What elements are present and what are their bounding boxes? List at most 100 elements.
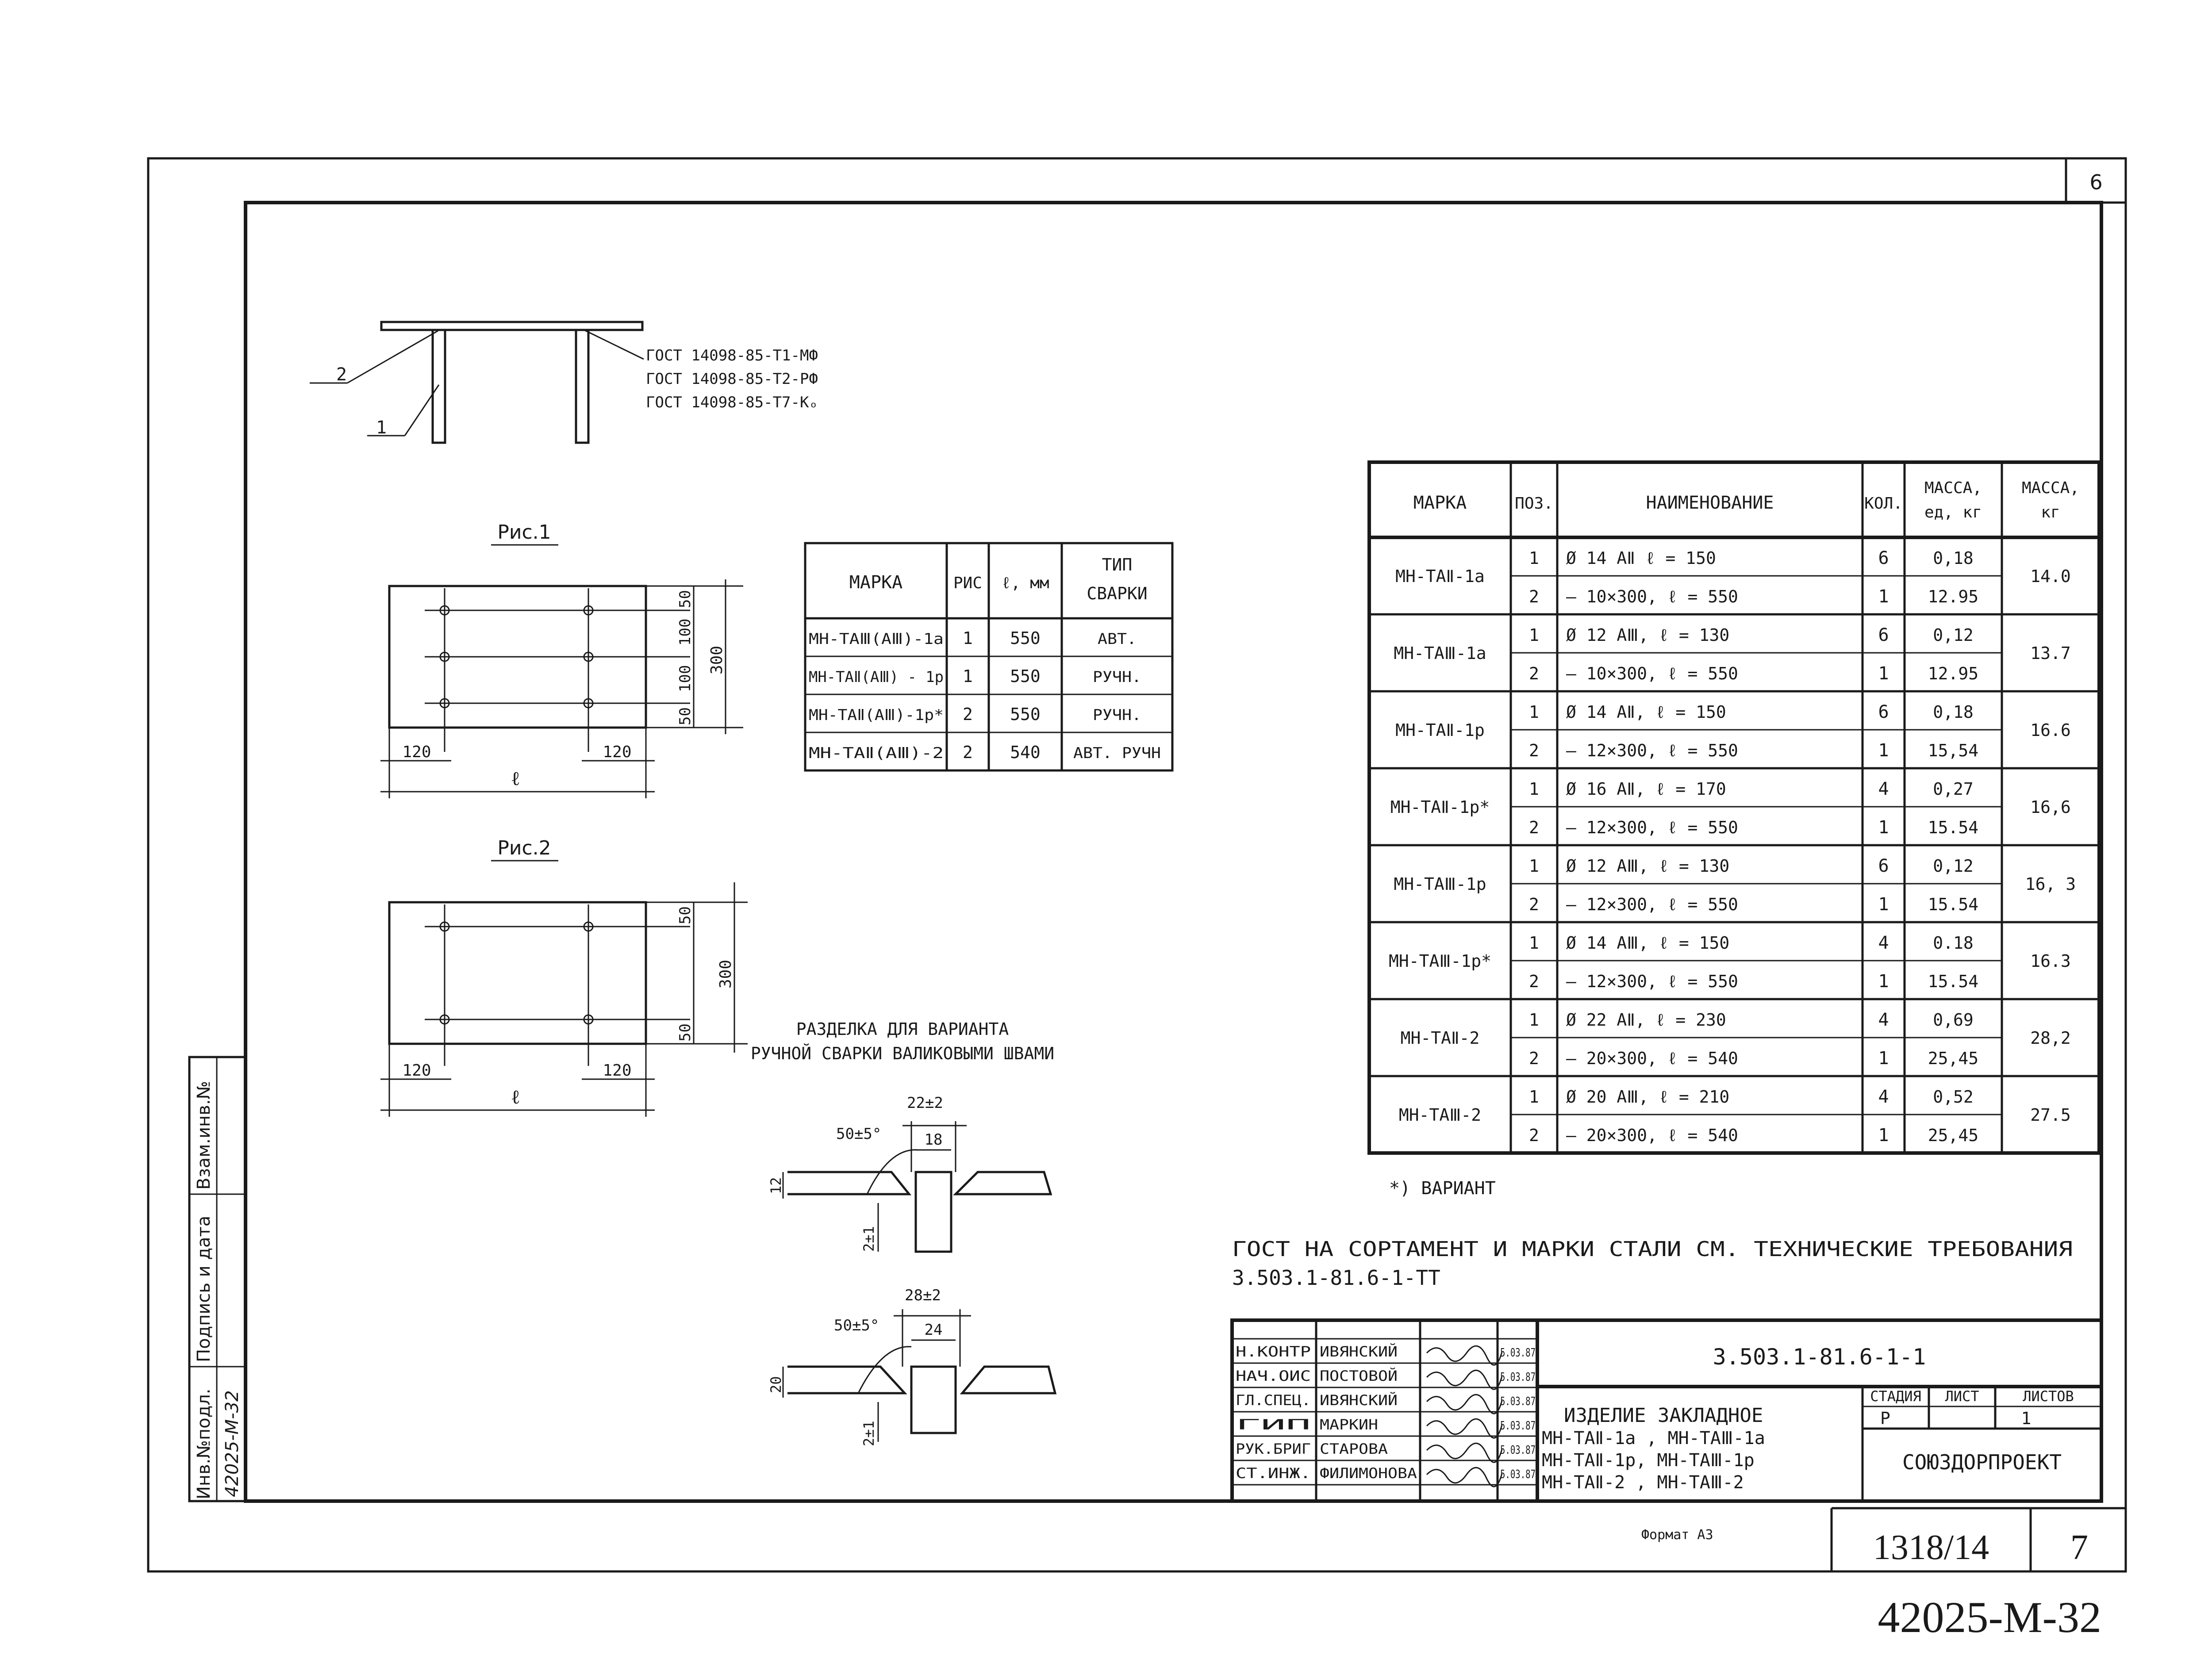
small-table-weld-type: РУЧН.: [1093, 706, 1141, 724]
small-table-weld-type: АВТ. РУЧН: [1073, 744, 1161, 762]
product-marks: МН-ТАⅡ-2 , МН-ТАⅢ-2: [1542, 1472, 1744, 1493]
main-table-unit-mass: 15.54: [1928, 972, 1978, 991]
fig2-dim-left: 120: [402, 1061, 431, 1080]
weld-detail-2: 28±2 24 50±5° 20 2±1: [768, 1287, 1057, 1446]
main-table-pos: 1: [1529, 856, 1539, 876]
small-table-length: 550: [1010, 667, 1041, 686]
main-table-qty: 1: [1878, 1048, 1889, 1069]
main-table-pos: 2: [1529, 972, 1539, 991]
main-table-qty: 1: [1878, 740, 1889, 761]
main-table-header-pos: ПОЗ.: [1515, 494, 1553, 513]
weld1-angle: 50±5°: [836, 1125, 881, 1143]
main-table-qty: 6: [1878, 702, 1889, 722]
weld-note-line-2: РУЧНОЙ СВАРКИ ВАЛИКОВЫМИ ШВАМИ: [751, 1044, 1054, 1063]
main-table-name: – 12×300, ℓ = 550: [1566, 972, 1738, 991]
gost-note-line-2: 3.503.1-81.6-1-ТТ: [1232, 1266, 1440, 1290]
main-table-unit-mass: 0.18: [1933, 933, 1974, 953]
fig1-dim-50-bot: 50: [676, 707, 694, 725]
small-table-marka: МН-ТАⅡ(АⅢ)-2: [809, 744, 944, 762]
title-block-date: 5.03.87: [1500, 1371, 1536, 1384]
main-table-pos: 1: [1529, 702, 1539, 722]
small-table-fig: 1: [963, 667, 973, 686]
main-table-unit-mass: 25,45: [1928, 1049, 1978, 1068]
fig2-dim-right: 120: [603, 1061, 631, 1080]
fig1-dim-right: 120: [603, 743, 631, 761]
weld1-height: 12: [768, 1177, 784, 1194]
weld2-gap-total: 28±2: [905, 1287, 941, 1304]
small-table-weld-type: РУЧН.: [1093, 668, 1141, 686]
signature: [1426, 1369, 1503, 1390]
weld-detail-section: РАЗДЕЛКА ДЛЯ ВАРИАНТА РУЧНОЙ СВАРКИ ВАЛИ…: [751, 1019, 1057, 1446]
small-table-fig: 1: [963, 628, 973, 648]
main-table-header-unit-mass: ед, кг: [1924, 503, 1982, 521]
title-block-person: ИВЯНСКИЙ: [1320, 1343, 1398, 1360]
stage-value: Р: [1880, 1409, 1890, 1428]
bottom-inventory-code: 42025-М-32: [1878, 1593, 2101, 1642]
fig2-dim-50-top: 50: [676, 906, 694, 924]
fig1-dim-100-b: 100: [676, 665, 694, 692]
fig1-title: Рис.1: [497, 521, 551, 544]
main-table-qty: 4: [1878, 933, 1889, 953]
elevation-pos-label-1: 1: [376, 418, 387, 438]
weld1-root: 2±1: [860, 1226, 877, 1252]
main-table-qty: 6: [1878, 625, 1889, 645]
main-table-pos: 2: [1529, 818, 1539, 837]
main-table-qty: 1: [1878, 1125, 1889, 1146]
main-table-total-mass: 16,6: [2030, 797, 2071, 817]
main-table-name: – 12×300, ℓ = 550: [1566, 741, 1738, 760]
sheets-total: 1: [2021, 1409, 2032, 1428]
main-table-qty: 1: [1878, 971, 1889, 992]
main-table-marka: МН-ТАⅡ-2: [1401, 1028, 1480, 1048]
main-table-name: Ø 12 АⅢ, ℓ = 130: [1566, 856, 1729, 876]
page-number: 7: [2070, 1528, 2088, 1567]
main-table-header-mass: МАССА,: [2022, 479, 2079, 497]
main-table-unit-mass: 0,69: [1933, 1010, 1974, 1030]
title-block-person: ФИЛИМОНОВА: [1320, 1465, 1417, 1482]
main-table-total-mass: 13.7: [2030, 644, 2071, 663]
main-table-pos: 1: [1529, 1087, 1539, 1107]
signature: [1426, 1418, 1503, 1439]
weld2-height: 20: [768, 1376, 784, 1393]
title-block-person: СТАРОВА: [1320, 1441, 1388, 1457]
small-table-header-fig: РИС: [953, 574, 982, 592]
main-table-unit-mass: 15.54: [1928, 818, 1978, 837]
stamp-label-replace: Взам.инв.№: [194, 1081, 214, 1190]
main-table-name: – 10×300, ℓ = 550: [1566, 587, 1738, 606]
main-table-qty: 6: [1878, 548, 1889, 568]
main-table-marka: МН-ТАⅡ-1р: [1395, 720, 1485, 740]
main-table-unit-mass: 25,45: [1928, 1126, 1978, 1145]
title-block-date: 5.03.87: [1500, 1346, 1536, 1360]
main-table-name: Ø 14 АⅢ, ℓ = 150: [1566, 933, 1729, 953]
fig2-dim-50-bot: 50: [676, 1023, 694, 1042]
main-table-marka: МН-ТАⅢ-1а: [1394, 644, 1486, 663]
main-table-name: Ø 22 АⅡ, ℓ = 230: [1566, 1010, 1726, 1030]
sheet-label: ЛИСТ: [1945, 1388, 1979, 1405]
small-table-marka: МН-ТАⅡ(АⅢ) - 1р: [809, 668, 944, 686]
main-table-header-mass: кг: [2041, 503, 2060, 521]
title-block-date: 5.03.87: [1500, 1395, 1536, 1408]
main-table-qty: 1: [1878, 663, 1889, 684]
main-table-pos: 2: [1529, 741, 1539, 760]
stamp-label-sign: Подпись и дата: [194, 1216, 214, 1362]
main-table-unit-mass: 0,12: [1933, 625, 1974, 645]
main-table-marka: МН-ТАⅡ-1р*: [1390, 797, 1490, 817]
main-table-total-mass: 14.0: [2030, 567, 2071, 586]
elevation-pos-label-2: 2: [336, 364, 347, 385]
main-table-unit-mass: 15,54: [1928, 741, 1978, 760]
small-table-header-type: ТИП: [1102, 555, 1133, 575]
main-table-unit-mass: 0,52: [1933, 1087, 1974, 1107]
product-title: ИЗДЕЛИЕ ЗАКЛАДНОЕ: [1564, 1404, 1763, 1427]
organization-name: СОЮЗДОРПРОЕКТ: [1902, 1450, 2062, 1474]
main-table-name: – 10×300, ℓ = 550: [1566, 664, 1738, 683]
title-block-date: 5.03.87: [1500, 1419, 1536, 1433]
sheets-label: ЛИСТОВ: [2023, 1388, 2074, 1405]
fig1-dim-100-a: 100: [676, 619, 694, 646]
main-table-name: Ø 14 АⅡ, ℓ = 150: [1566, 702, 1726, 722]
signature: [1426, 1345, 1503, 1366]
main-table-header-name: НАИМЕНОВАНИЕ: [1646, 493, 1774, 513]
fig2-dim-overall: 300: [717, 960, 735, 989]
stamp-label-inv: Инв.№подл.: [194, 1388, 214, 1499]
main-table-unit-mass: 0,18: [1933, 548, 1974, 568]
fig2-dim-length: ℓ: [511, 1086, 520, 1108]
